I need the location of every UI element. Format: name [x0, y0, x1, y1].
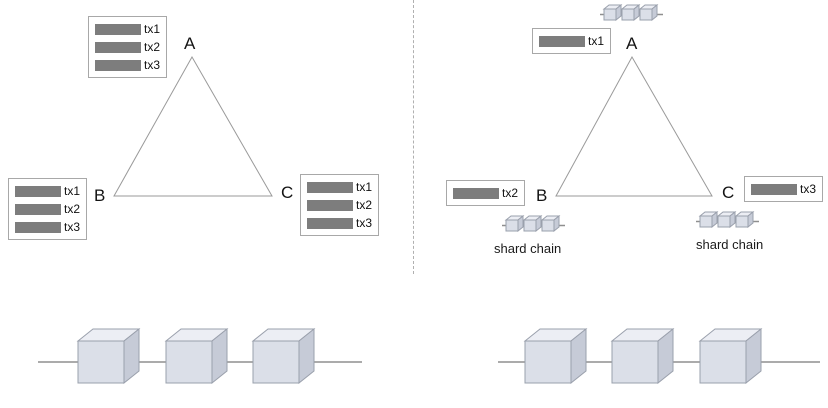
tx-bar	[539, 35, 585, 47]
block-cube	[164, 327, 229, 385]
tx-row: tx3	[751, 183, 816, 195]
tx-label: tx3	[64, 220, 81, 234]
tx-label: tx1	[144, 22, 161, 36]
tx-bar	[307, 181, 353, 193]
tx-row: tx1	[95, 23, 160, 35]
shard-block-cube	[734, 210, 755, 229]
tx-bar	[95, 59, 141, 71]
tx-bar	[453, 187, 499, 199]
tx-row: tx2	[15, 203, 80, 215]
tx-bar	[751, 183, 797, 195]
network-triangle	[113, 55, 273, 197]
tx-bar	[95, 23, 141, 35]
shard-block-cube	[698, 210, 719, 229]
tx-row: tx3	[95, 59, 160, 71]
shard-block-cube	[602, 3, 623, 22]
tx-bar	[15, 203, 61, 215]
tx-row: tx1	[539, 35, 604, 47]
shard-block-cube	[716, 210, 737, 229]
tx-row: tx2	[453, 187, 518, 199]
block-cube	[76, 327, 141, 385]
shard-chain-a	[600, 3, 663, 22]
tx-box-a: tx1	[532, 28, 612, 54]
vertex-label-b: B	[94, 186, 106, 205]
tx-label: tx2	[502, 186, 519, 200]
shard-block-cube	[638, 3, 659, 22]
vertex-label-b: B	[536, 186, 548, 205]
tx-bar	[307, 217, 353, 229]
block-cube	[251, 327, 316, 385]
tx-label: tx3	[356, 216, 373, 230]
vertex-label-c: C	[281, 183, 294, 202]
block-cube	[698, 327, 763, 385]
shard-chain-b	[502, 214, 565, 233]
tx-label: tx2	[356, 198, 373, 212]
tx-box-a: tx1 tx2 tx3	[88, 16, 168, 78]
tx-row: tx1	[307, 181, 372, 193]
tx-row: tx3	[15, 221, 80, 233]
tx-label: tx1	[64, 184, 81, 198]
tx-label: tx2	[64, 202, 81, 216]
tx-label: tx2	[144, 40, 161, 54]
vertex-label-c: C	[722, 183, 735, 202]
shard-block-cube	[504, 214, 525, 233]
panel-left-single-chain: A B C tx1 tx2 tx3 tx1 tx2	[8, 16, 380, 385]
tx-label: tx1	[356, 180, 373, 194]
network-triangle	[555, 55, 713, 197]
shard-block-cube	[522, 214, 543, 233]
vertex-label-a: A	[184, 34, 196, 53]
vertex-label-a: A	[626, 34, 638, 53]
tx-label: tx3	[144, 58, 161, 72]
tx-box-b: tx1 tx2 tx3	[8, 178, 88, 240]
tx-box-c: tx1 tx2 tx3	[300, 174, 380, 236]
panel-right-sharded: A B C tx1	[414, 0, 828, 408]
tx-box-c: tx3	[744, 176, 824, 202]
tx-row: tx1	[15, 185, 80, 197]
shard-block-cube	[620, 3, 641, 22]
tx-row: tx3	[307, 217, 372, 229]
tx-row: tx2	[307, 199, 372, 211]
block-cube	[610, 327, 675, 385]
tx-box-b: tx2	[446, 180, 526, 206]
tx-label: tx3	[800, 182, 817, 196]
panel-divider	[413, 0, 414, 274]
tx-bar	[15, 221, 61, 233]
panel-right-graphics	[498, 55, 820, 385]
tx-bar	[15, 185, 61, 197]
block-cube	[523, 327, 588, 385]
shard-chain-c	[696, 210, 759, 229]
tx-bar	[307, 199, 353, 211]
panel-left-graphics	[38, 55, 362, 385]
shard-chain-label-b: shard chain	[494, 241, 562, 256]
shard-block-cube	[540, 214, 561, 233]
tx-bar	[95, 41, 141, 53]
tx-label: tx1	[588, 34, 605, 48]
tx-row: tx2	[95, 41, 160, 53]
shard-chain-label-c: shard chain	[696, 237, 764, 252]
